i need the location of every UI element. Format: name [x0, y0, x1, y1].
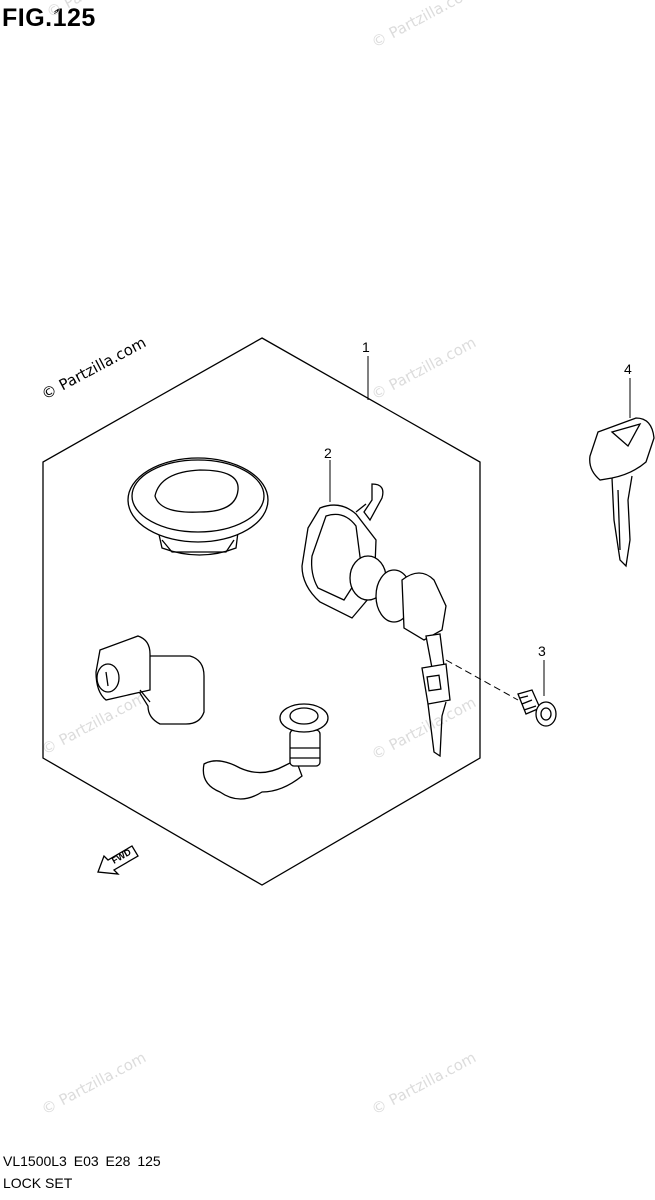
figure-code: VL1500L3 E03 E28 125 — [3, 1153, 161, 1169]
figure-title: FIG.125 — [2, 4, 96, 32]
callout-label: 3 — [538, 643, 546, 659]
watermark: © Partzilla.com — [38, 688, 149, 758]
watermark: © Partzilla.com — [368, 333, 479, 403]
figure-name: LOCK SET — [3, 1175, 73, 1191]
leader-dash — [445, 659, 519, 701]
key-icon — [421, 633, 451, 758]
watermark: © Partzilla.com — [38, 1048, 149, 1118]
seat-lock-icon — [301, 483, 447, 641]
callout-label: 1 — [362, 339, 370, 355]
callout-label: 2 — [324, 445, 332, 461]
key-blank-icon — [589, 417, 655, 568]
callout-label: 4 — [624, 361, 632, 377]
watermark-group: © Partzilla.com © Partzilla.com © Partzi… — [38, 0, 479, 1119]
screw-icon — [517, 689, 557, 727]
watermark: © Partzilla.com — [43, 0, 154, 22]
callout-1: 1 — [362, 339, 370, 400]
watermark: © Partzilla.com — [368, 1048, 479, 1118]
watermark-dark: © Partzilla.com — [38, 333, 149, 403]
fwd-arrow-icon: FWD — [97, 845, 139, 875]
callout-4: 4 — [624, 361, 632, 418]
steering-lock-icon — [95, 635, 205, 725]
watermark: © Partzilla.com — [368, 0, 479, 52]
callout-2: 2 — [324, 445, 332, 502]
helmet-lock-icon — [202, 703, 329, 800]
fuel-cap-icon — [127, 457, 269, 556]
assembly-outline — [42, 337, 481, 886]
callout-3: 3 — [538, 643, 546, 696]
watermark: © Partzilla.com — [368, 693, 479, 763]
